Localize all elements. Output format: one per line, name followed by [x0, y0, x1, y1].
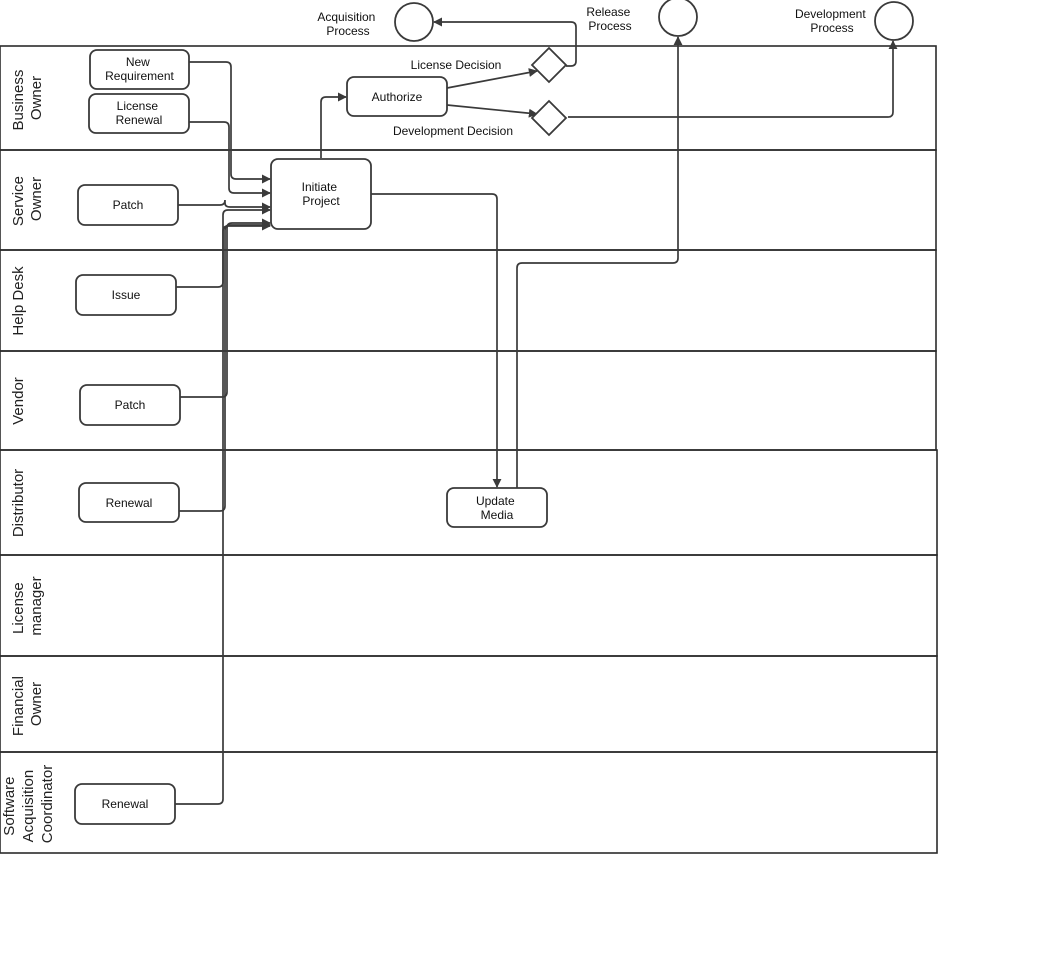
- event-release-process[interactable]: Release Process: [586, 0, 698, 37]
- event-label: Acquisition Process: [317, 10, 378, 38]
- lane-label: Business Owner: [10, 65, 45, 130]
- edges: [175, 17, 898, 805]
- task-coordinator-renewal[interactable]: Renewal: [74, 783, 176, 825]
- task-initiate-project[interactable]: Initiate Project: [270, 158, 372, 230]
- lane-label: Help Desk: [10, 266, 27, 336]
- task-vendor-patch[interactable]: Patch: [79, 384, 181, 426]
- lane-label: Service Owner: [10, 172, 45, 226]
- gateway-development-decision[interactable]: Development Decision: [393, 99, 568, 138]
- task-label: Renewal: [106, 496, 153, 510]
- gateway-label: Development Decision: [393, 124, 513, 138]
- edge-service-patch-to-initiate: [178, 199, 271, 212]
- task-label: Patch: [115, 398, 146, 412]
- edge-development-decision-to-development: [568, 40, 898, 118]
- lane-label: Distributor: [10, 469, 27, 537]
- lanes: Business Owner Service Owner Help Desk V…: [0, 45, 938, 854]
- task-authorize[interactable]: Authorize: [346, 76, 448, 117]
- edge-authorize-to-license-decision: [446, 68, 538, 89]
- edge-initiate-to-update-media: [371, 193, 502, 488]
- event-label: Release Process: [586, 5, 633, 33]
- events: Acquisition Process Release Process Deve…: [317, 0, 914, 42]
- lane-label: License manager: [10, 576, 45, 635]
- edge-vendor-patch-to-initiate: [180, 218, 271, 398]
- task-issue[interactable]: Issue: [75, 274, 177, 316]
- task-distributor-renewal[interactable]: Renewal: [78, 482, 180, 523]
- lane-financial-owner: Financial Owner: [0, 655, 938, 753]
- task-label: Renewal: [102, 797, 149, 811]
- task-label: Patch: [113, 198, 144, 212]
- event-label: Development Process: [795, 7, 869, 35]
- tasks: New Requirement License Renewal Authoriz…: [74, 49, 548, 825]
- task-label: Issue: [112, 288, 141, 302]
- task-update-media[interactable]: Update Media: [446, 487, 548, 528]
- edge-new-requirement-to-initiate: [189, 61, 271, 184]
- task-label: License Renewal: [116, 99, 163, 127]
- edge-authorize-to-development-decision: [446, 104, 538, 118]
- edge-coordinator-renewal-to-initiate: [175, 221, 271, 805]
- task-label: New Requirement: [105, 55, 174, 83]
- lane-label: Software Acquisition Coordinator: [1, 765, 56, 843]
- task-label: Initiate Project: [302, 180, 341, 208]
- gateway-label: License Decision: [411, 58, 502, 72]
- lane-software-acquisition-coordinator: Software Acquisition Coordinator: [0, 751, 938, 854]
- edge-distributor-renewal-to-initiate: [179, 220, 271, 512]
- lane-label: Financial Owner: [10, 672, 45, 736]
- edge-license-decision-to-acquisition: [433, 17, 577, 67]
- lane-label: Vendor: [10, 377, 27, 425]
- event-acquisition-process[interactable]: Acquisition Process: [317, 2, 434, 42]
- task-new-requirement[interactable]: New Requirement: [89, 49, 190, 90]
- gateways: License Decision Development Decision: [393, 46, 568, 138]
- event-development-process[interactable]: Development Process: [795, 1, 914, 41]
- task-label: Update Media: [476, 494, 518, 522]
- task-label: Authorize: [372, 90, 423, 104]
- edge-update-media-to-release: [516, 36, 683, 488]
- edge-license-renewal-to-initiate: [189, 121, 271, 198]
- edge-initiate-to-authorize: [320, 92, 347, 158]
- task-service-patch[interactable]: Patch: [77, 184, 179, 226]
- task-license-renewal[interactable]: License Renewal: [88, 93, 190, 134]
- gateway-license-decision[interactable]: License Decision: [411, 46, 568, 84]
- lane-license-manager: License manager: [0, 554, 938, 657]
